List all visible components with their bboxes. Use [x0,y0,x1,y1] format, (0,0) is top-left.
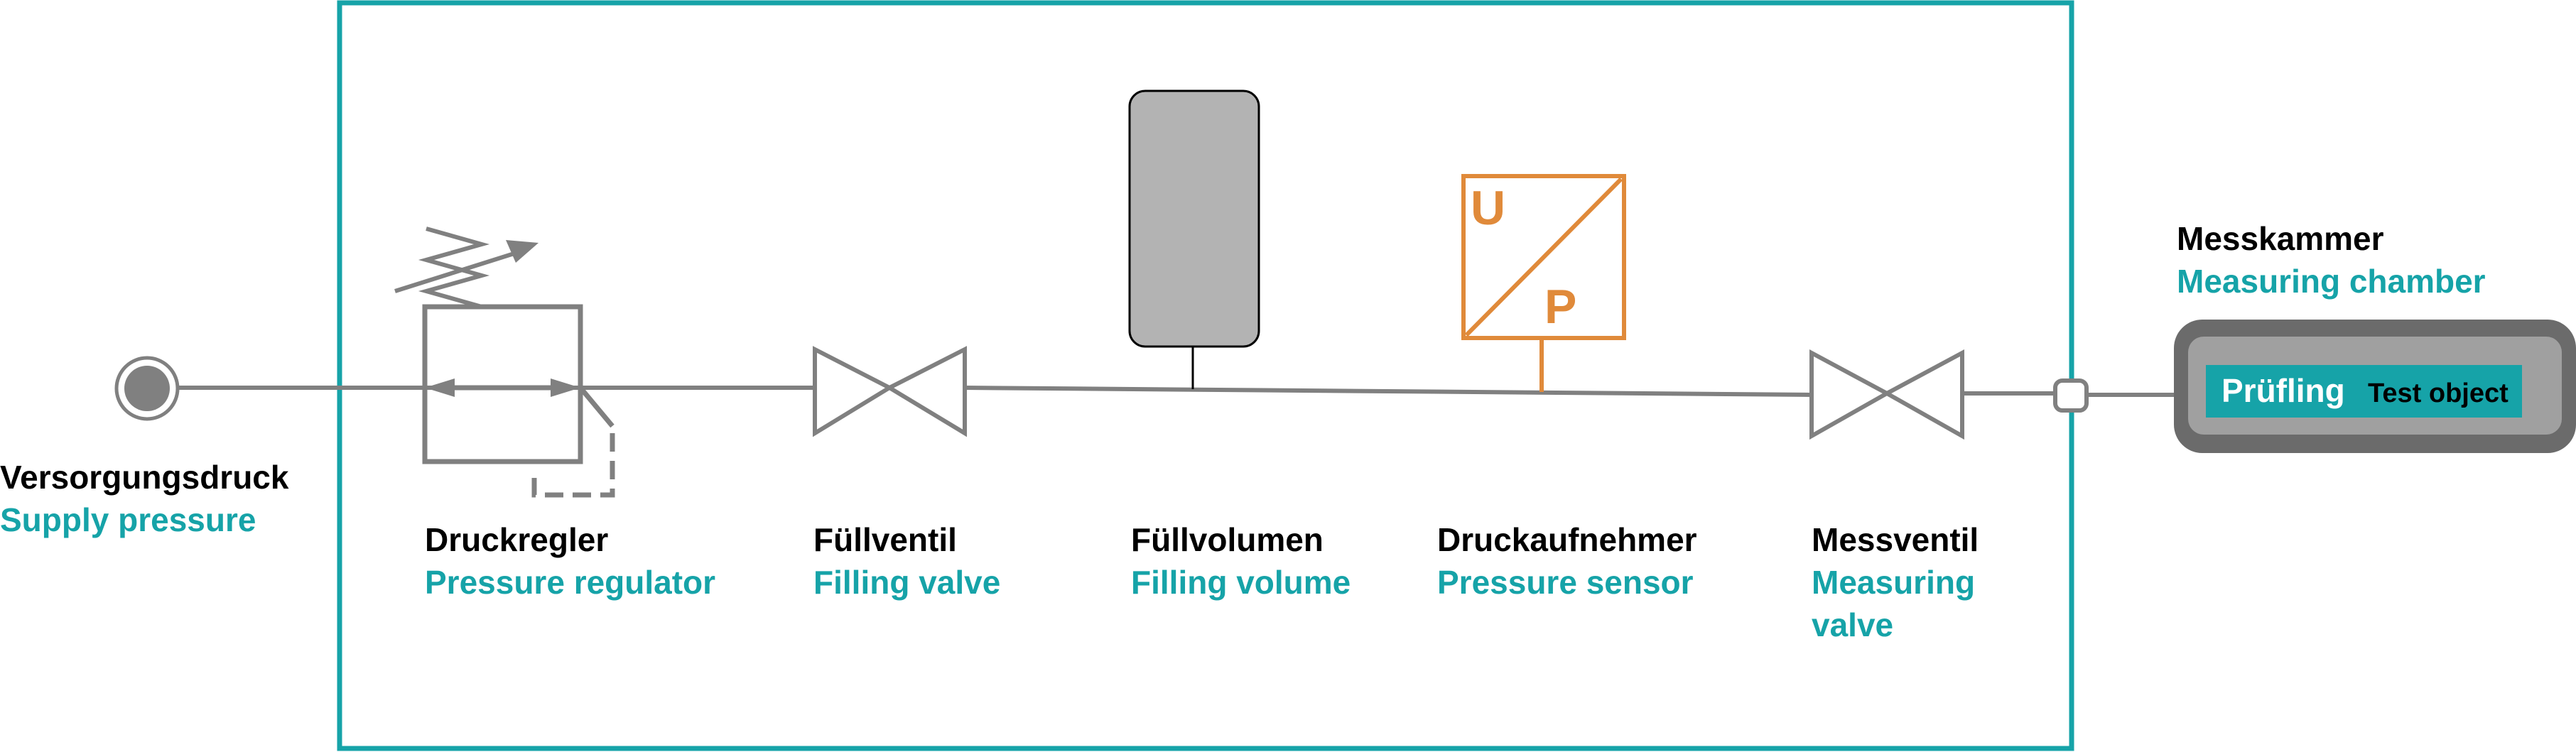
measuring-valve-icon [1809,349,1964,440]
fill-valve-label: Füllventil Filling valve [813,518,1000,604]
filling-valve-icon [813,346,967,437]
regulator-label: Druckregler Pressure regulator [425,518,715,604]
connector-icon [2053,378,2089,413]
chamber-label-de: Messkammer [2177,220,2384,257]
measure-valve-label: Messventil Measuring valve [1812,518,1979,646]
sensor-letter-p: P [1544,280,1576,334]
pressure-regulator-icon [394,227,615,498]
system-frame [337,0,2074,751]
fill-volume-label-en: Filling volume [1131,564,1351,601]
regulator-label-en: Pressure regulator [425,564,716,601]
pressure-sensor-icon: U P [1461,174,1626,392]
measuring-chamber-icon: Prüfling Test object [2174,320,2576,453]
pressure-line-mid [964,386,1812,397]
supply-label: Versorgungsdruck Supply pressure [0,456,288,541]
chamber-label-en: Measuring chamber [2177,263,2486,300]
measure-valve-label-en-1: Measuring [1812,564,1976,601]
supply-label-de: Versorgungsdruck [0,459,289,496]
fill-valve-label-de: Füllventil [813,521,957,558]
fill-valve-label-en: Filling valve [813,564,1001,601]
regulator-label-de: Druckregler [425,521,609,558]
measure-valve-label-de: Messventil [1812,521,1979,558]
chamber-label: Messkammer Measuring chamber [2177,217,2486,303]
fill-volume-label: Füllvolumen Filling volume [1131,518,1351,604]
filling-volume-icon [1128,89,1260,389]
supply-port-icon [114,356,180,421]
sensor-letter-u: U [1471,181,1505,235]
test-object-label-de: Prüfling [2221,372,2345,409]
fill-volume-label-de: Füllvolumen [1131,521,1324,558]
test-object-label-en: Test object [2368,378,2509,408]
supply-label-en: Supply pressure [0,501,256,538]
sensor-label-de: Druckaufnehmer [1437,521,1697,558]
sensor-label-en: Pressure sensor [1437,564,1694,601]
sensor-label: Druckaufnehmer Pressure sensor [1437,518,1697,604]
measure-valve-label-en-2: valve [1812,606,1894,643]
